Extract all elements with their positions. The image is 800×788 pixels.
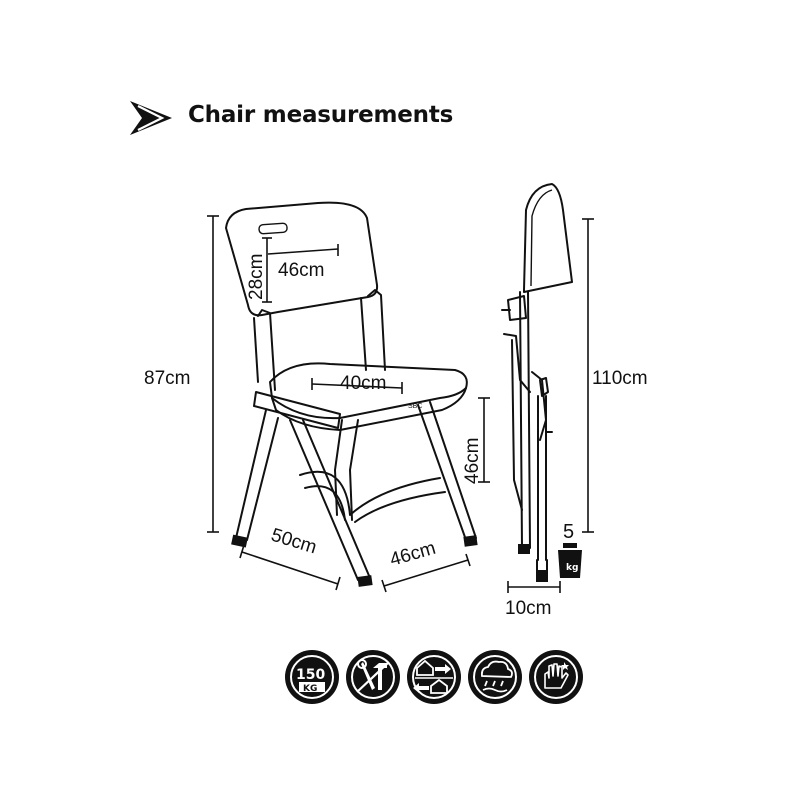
seat-height-label: 46cm [462, 438, 483, 484]
weight-unit: kg [566, 563, 578, 573]
weight-icon [558, 543, 582, 578]
seat-height-dimension [478, 397, 490, 483]
capacity-unit: KG [303, 684, 317, 694]
seat-brand-mark: SBC [408, 403, 422, 410]
folded-height-label: 110cm [592, 368, 648, 389]
depth-label: 50cm [269, 525, 320, 559]
backrest-width-dimension [267, 244, 339, 256]
folded-thickness-label: 10cm [505, 598, 551, 619]
weight-value: 5 [563, 521, 574, 543]
backrest-height-label: 28cm [246, 254, 267, 300]
easy-clean-icon [529, 650, 583, 704]
capacity-value: 150 [296, 667, 325, 683]
tool-free-icon [346, 650, 400, 704]
indoor-outdoor-icon [407, 650, 461, 704]
total-height-dimension [207, 215, 219, 533]
chair-illustration [225, 201, 478, 587]
section-header [128, 98, 176, 138]
feature-icons: 150 KG [285, 650, 583, 704]
width-dimension [381, 553, 471, 593]
backrest-width-label: 46cm [278, 260, 324, 281]
weather-resistant-icon [468, 650, 522, 704]
folded-thickness-dimension [507, 581, 561, 593]
total-height-label: 87cm [144, 368, 190, 389]
width-label: 46cm [388, 538, 438, 571]
folded-height-dimension [582, 218, 594, 533]
seat-width-dimension [311, 378, 403, 394]
seat-width-label: 40cm [340, 373, 386, 394]
depth-dimension [239, 544, 341, 591]
page-title: Chair measurements [188, 102, 454, 128]
weight-capacity-icon: 150 KG [285, 650, 339, 704]
backrest-height-dimension [262, 237, 272, 303]
arrow-bullet-icon [130, 101, 172, 135]
folded-chair-illustration [501, 183, 573, 582]
